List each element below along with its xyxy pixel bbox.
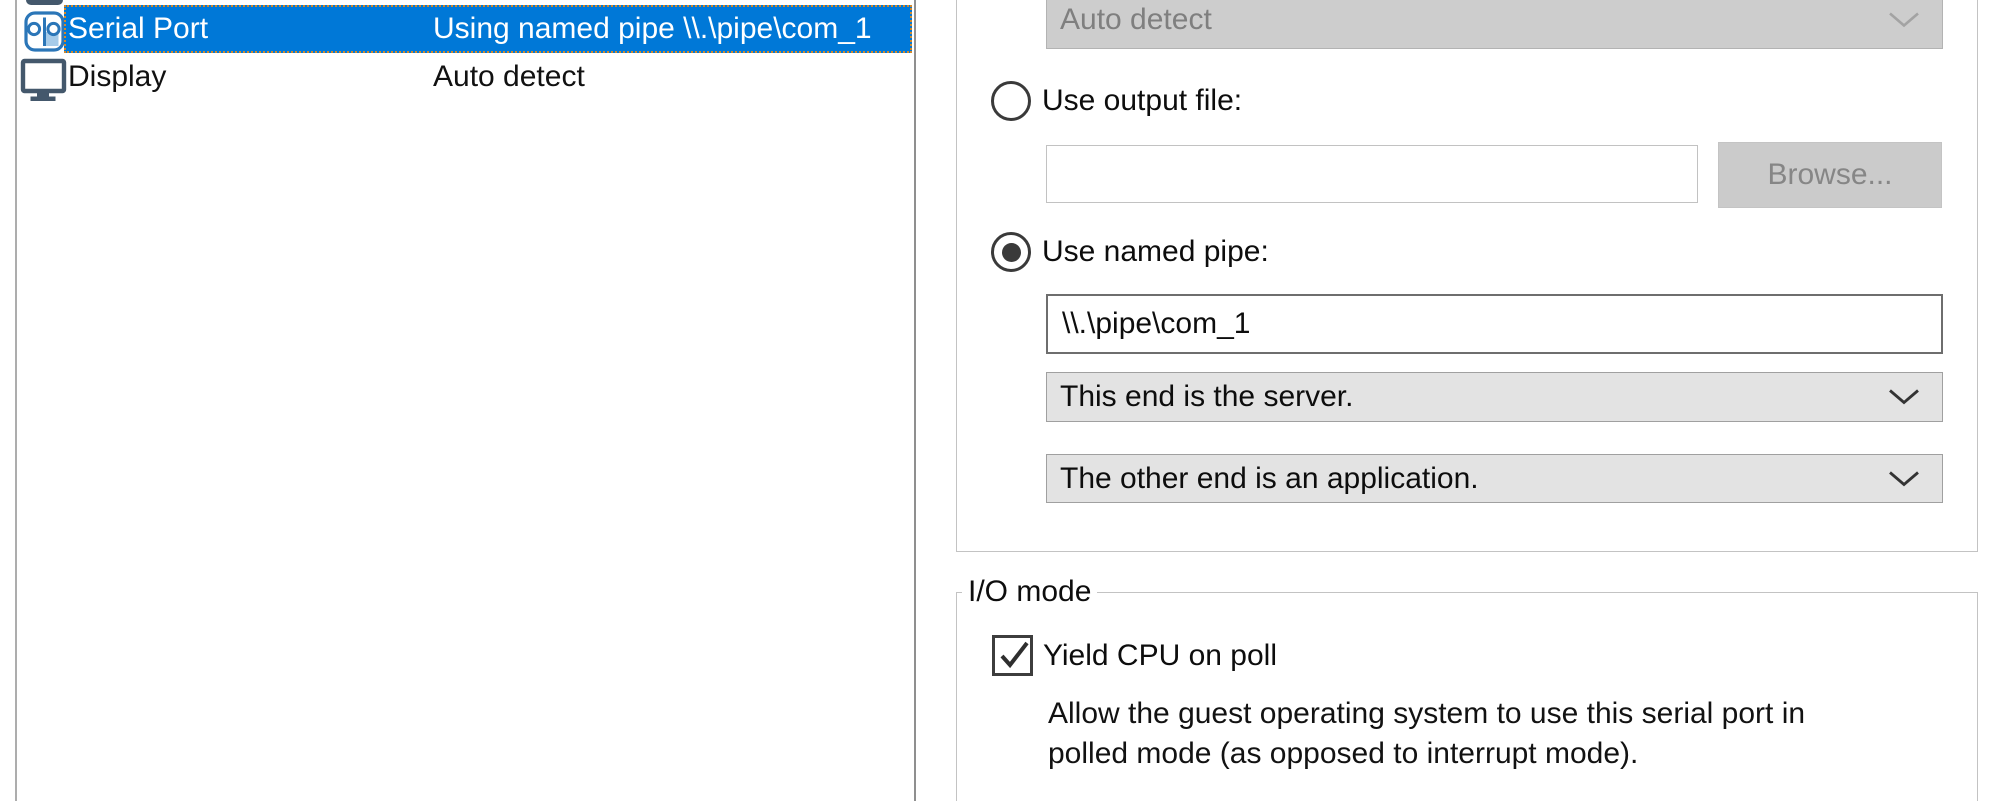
serial-port-icon [24, 11, 65, 52]
device-type-combobox[interactable]: Auto detect [1046, 0, 1943, 49]
device-name: Display [68, 60, 167, 93]
use-named-pipe-radio[interactable] [991, 232, 1031, 272]
output-file-input[interactable] [1046, 145, 1698, 203]
radio-dot [1001, 242, 1021, 262]
yield-cpu-label: Yield CPU on poll [1043, 639, 1278, 672]
pipe-role-combobox[interactable]: This end is the server. [1046, 372, 1943, 422]
named-pipe-input[interactable]: \\.\pipe\com_1 [1046, 294, 1943, 354]
device-summary: Using named pipe \\.\pipe\com_1 [433, 12, 872, 45]
cropped-device-icon [26, 0, 63, 5]
device-summary: Auto detect [433, 60, 585, 93]
pane-divider [914, 0, 916, 801]
pipe-peer-combobox[interactable]: The other end is an application. [1046, 454, 1943, 503]
checkmark-icon [1000, 641, 1029, 669]
io-mode-description: Allow the guest operating system to use … [1048, 694, 1805, 774]
hardware-list-border [15, 0, 17, 801]
browse-button[interactable]: Browse... [1718, 142, 1942, 208]
use-output-file-radio[interactable] [991, 81, 1031, 121]
combobox-value: The other end is an application. [1060, 461, 1479, 495]
io-mode-title: I/O mode [962, 572, 1098, 612]
io-mode-groupbox: I/O mode [956, 572, 1978, 801]
display-icon [20, 58, 67, 101]
use-output-file-label: Use output file: [1042, 84, 1243, 117]
use-named-pipe-label: Use named pipe: [1042, 235, 1269, 268]
device-name: Serial Port [68, 12, 209, 45]
hardware-row-display[interactable]: Display Auto detect [64, 53, 912, 101]
connection-groupbox [956, 0, 1978, 552]
hardware-row-serial-port[interactable]: Serial Port Using named pipe \\.\pipe\co… [64, 5, 912, 53]
description-line: Allow the guest operating system to use … [1048, 697, 1806, 730]
browse-button-label: Browse... [1767, 158, 1893, 191]
chevron-down-icon [1889, 389, 1919, 405]
yield-cpu-checkbox[interactable] [992, 635, 1033, 676]
chevron-down-icon [1889, 12, 1919, 28]
combobox-value: This end is the server. [1060, 380, 1354, 413]
chevron-down-icon [1889, 470, 1919, 486]
description-line: polled mode (as opposed to interrupt mod… [1048, 737, 1639, 770]
named-pipe-value: \\.\pipe\com_1 [1062, 307, 1251, 340]
combobox-value: Auto detect [1060, 3, 1212, 36]
